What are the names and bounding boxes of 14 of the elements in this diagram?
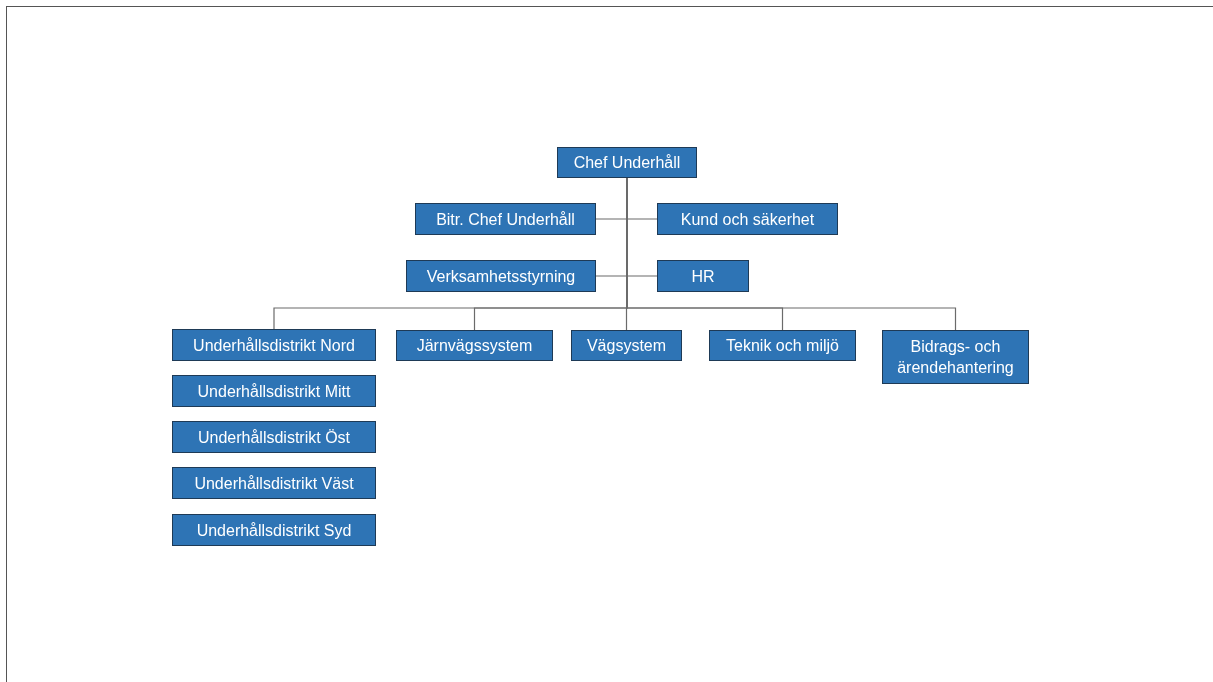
org-box: Underhållsdistrikt Öst <box>172 421 376 453</box>
org-box: Bidrags- och ärendehantering <box>882 330 1029 384</box>
org-box: Underhållsdistrikt Mitt <box>172 375 376 407</box>
org-box: Bitr. Chef Underhåll <box>415 203 596 235</box>
org-box: Verksamhetsstyrning <box>406 260 596 292</box>
org-box: Teknik och miljö <box>709 330 856 361</box>
org-box: Vägsystem <box>571 330 682 361</box>
org-box: Underhållsdistrikt Nord <box>172 329 376 361</box>
org-box: HR <box>657 260 749 292</box>
org-box: Kund och säkerhet <box>657 203 838 235</box>
org-box: Underhållsdistrikt Väst <box>172 467 376 499</box>
org-box: Järnvägssystem <box>396 330 553 361</box>
org-box: Chef Underhåll <box>557 147 697 178</box>
org-box: Underhållsdistrikt Syd <box>172 514 376 546</box>
